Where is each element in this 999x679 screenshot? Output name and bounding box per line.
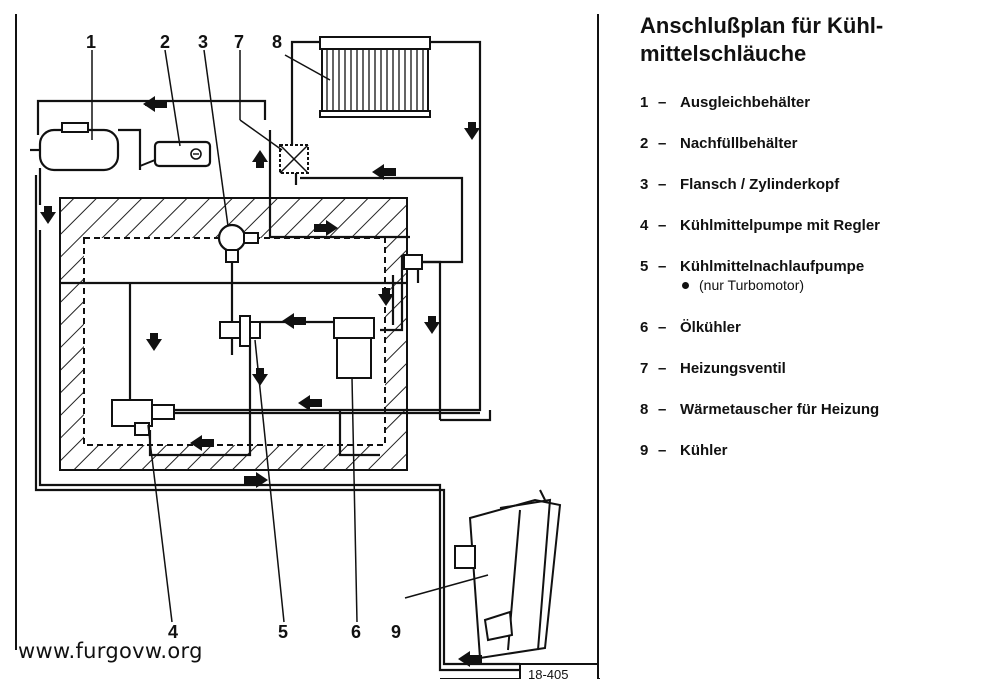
label-6: 6: [351, 622, 361, 642]
expansion-tank: [38, 122, 120, 172]
legend-text: Kühler: [680, 442, 728, 459]
legend-number: 1: [640, 94, 649, 111]
label-8: 8: [272, 32, 282, 52]
legend-dash: –: [658, 319, 667, 336]
label-1: 1: [86, 32, 96, 52]
label-7: 7: [234, 32, 244, 52]
legend-dash: –: [658, 401, 667, 418]
bottom-number-labels: 4 5 6 9: [168, 622, 401, 642]
top-number-labels: 1 2 3 7 8: [86, 32, 282, 52]
legend-number: 3: [640, 176, 649, 193]
label-2: 2: [160, 32, 170, 52]
legend-dash: –: [658, 258, 667, 275]
turbo-note: (nur Turbomotor): [680, 277, 995, 293]
legend-text: Kühlmittelpumpe mit Regler: [680, 217, 881, 234]
legend-item: 5 – Kühlmittelnachlaufpumpe (nur Turbomo…: [640, 258, 995, 319]
legend-number: 2: [640, 135, 649, 152]
heating-valve: [279, 144, 309, 174]
radiator: [454, 489, 562, 660]
legend-text: Flansch / Zylinderkopf: [680, 176, 840, 193]
note-text: (nur Turbomotor): [699, 277, 805, 293]
legend-list: 1 – Ausgleichbehälter 2 – Nachfüllbehält…: [640, 94, 995, 483]
coolant-hose-diagram: 1 2 3 7 8 4 5 6 9 www.furgovw.org 18-405: [15, 14, 600, 679]
legend-number: 4: [640, 217, 649, 234]
legend-text: Wärmetauscher für Heizung: [680, 401, 880, 418]
flow-arrows: [40, 96, 482, 667]
diagram-frame: [15, 14, 600, 679]
legend-item: 3 – Flansch / Zylinderkopf: [640, 176, 995, 217]
legend-text: Heizungsventil: [680, 360, 786, 377]
legend-dash: –: [658, 94, 667, 111]
heater-core: [319, 36, 431, 118]
reference-box: 18-405: [519, 663, 599, 679]
page-title: Anschlußplan für Kühl- mittelschläuche: [640, 13, 884, 66]
legend-text: Nachfüllbehälter: [680, 135, 798, 152]
legend-item: 7 – Heizungsventil: [640, 360, 995, 401]
coolant-pump: [111, 399, 175, 436]
legend-dash: –: [658, 217, 667, 234]
legend-item: 6 – Ölkühler: [640, 319, 995, 360]
svg-text:18-405: 18-405: [528, 667, 568, 679]
cylinder-head-flange: [217, 223, 259, 263]
legend-number: 8: [640, 401, 649, 418]
label-5: 5: [278, 622, 288, 642]
legend-dash: –: [658, 135, 667, 152]
legend-item: 8 – Wärmetauscher für Heizung: [640, 401, 995, 442]
afterrun-pump: [219, 315, 261, 347]
legend-dash: –: [658, 360, 667, 377]
legend-number: 7: [640, 360, 649, 377]
legend-item: 1 – Ausgleichbehälter: [640, 94, 995, 135]
legend-text: Kühlmittelnachlaufpumpe: [680, 258, 865, 275]
legend-text: Ölkühler: [680, 319, 741, 336]
legend-text: Ausgleichbehälter: [680, 94, 811, 111]
legend-item: 4 – Kühlmittelpumpe mit Regler: [640, 217, 995, 258]
label-3: 3: [198, 32, 208, 52]
legend-number: 6: [640, 319, 649, 336]
label-4: 4: [168, 622, 178, 642]
legend-dash: –: [658, 176, 667, 193]
refill-tank: [139, 140, 212, 168]
oil-cooler: [333, 317, 375, 379]
legend-number: 5: [640, 258, 649, 275]
watermark: www.furgovw.org: [18, 639, 203, 663]
bullet-icon: [682, 281, 689, 289]
legend-number: 9: [640, 442, 649, 459]
legend-panel: Anschlußplan für Kühl- mittelschläuche 1…: [640, 12, 995, 483]
leader-lines: [91, 49, 489, 623]
legend-item: 9 – Kühler: [640, 442, 995, 483]
legend-item: 2 – Nachfüllbehälter: [640, 135, 995, 176]
label-9: 9: [391, 622, 401, 642]
legend-dash: –: [658, 442, 667, 459]
legend-text-block: Kühlmittelnachlaufpumpe (nur Turbomotor): [680, 258, 995, 319]
t-connector: [403, 254, 423, 270]
